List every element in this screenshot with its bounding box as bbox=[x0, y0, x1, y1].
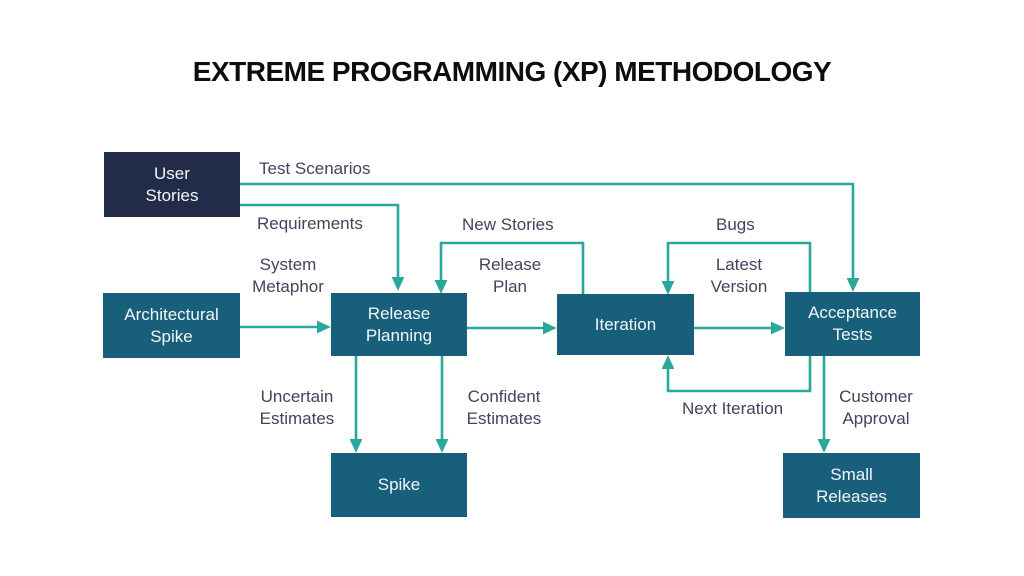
node-release-planning: Release Planning bbox=[331, 293, 467, 356]
label-release-plan: Release Plan bbox=[478, 255, 542, 296]
label-uncertain-estimates: Uncertain Estimates bbox=[259, 387, 335, 428]
label-test-scenarios: Test Scenarios bbox=[259, 159, 371, 178]
label-customer-approval: Customer Approval bbox=[839, 387, 913, 428]
node-iteration: Iteration bbox=[557, 294, 694, 355]
label-requirements: Requirements bbox=[257, 214, 363, 233]
node-spike: Spike bbox=[331, 453, 467, 517]
label-new-stories: New Stories bbox=[462, 215, 554, 234]
label-latest-version: Latest Version bbox=[710, 255, 768, 296]
label-system-metaphor: System Metaphor bbox=[252, 255, 324, 296]
page-title: EXTREME PROGRAMMING (XP) METHODOLOGY bbox=[192, 56, 832, 87]
node-acceptance-tests: Acceptance Tests bbox=[785, 292, 920, 356]
edge-next-iteration-arrow bbox=[661, 355, 812, 393]
node-small-releases: Small Releases bbox=[783, 453, 920, 518]
node-architectural-spike: Architectural Spike bbox=[103, 293, 240, 358]
label-confident-estimates: Confident Estimates bbox=[466, 387, 542, 428]
label-next-iteration: Next Iteration bbox=[682, 399, 784, 418]
label-bugs: Bugs bbox=[716, 215, 755, 234]
node-user-stories: User Stories bbox=[104, 152, 240, 217]
